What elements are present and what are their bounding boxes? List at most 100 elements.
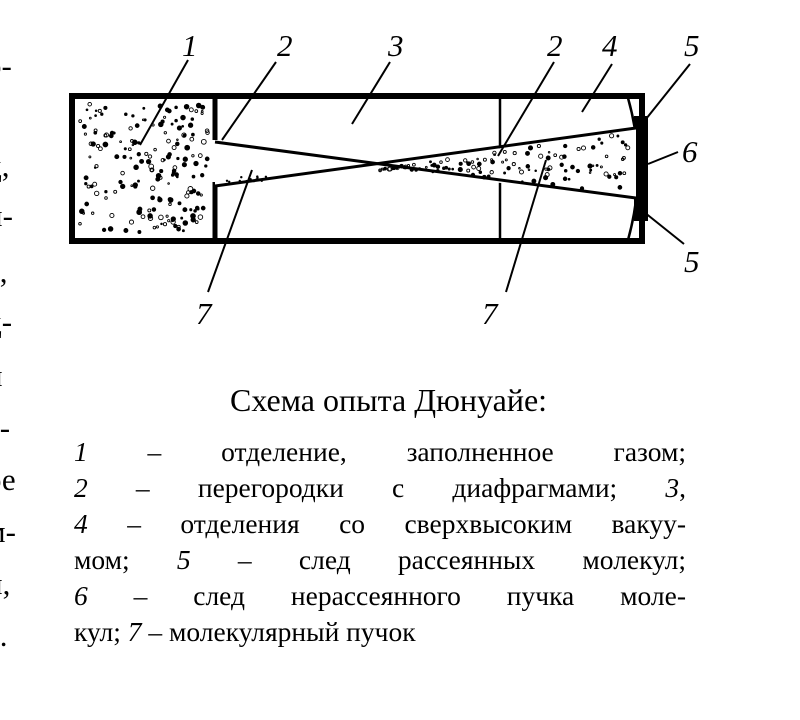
gas-molecule-dot — [174, 118, 178, 123]
beam-molecule-dot — [256, 176, 259, 179]
gas-molecule-dot — [176, 156, 180, 161]
gas-molecule-dot — [171, 168, 177, 174]
gas-molecule-dot — [139, 158, 145, 164]
beam-molecule-dot — [590, 145, 596, 150]
gas-molecule-dot — [175, 141, 180, 147]
gas-molecule-dot — [158, 175, 163, 180]
legend-segment: 2 — [74, 472, 88, 503]
beam-molecule-dot — [386, 166, 392, 172]
margin-fragment: а, — [0, 254, 8, 289]
gas-molecule-dot — [150, 195, 155, 201]
gas-molecule-dot — [176, 226, 181, 232]
gas-molecule-dot — [168, 202, 172, 207]
gas-molecule-dot — [204, 156, 210, 162]
beam-molecule-dot — [597, 137, 601, 141]
gas-molecule-dot — [181, 124, 185, 128]
gas-molecule-dot — [100, 112, 104, 116]
gas-molecule-dot — [180, 114, 186, 121]
gas-molecule-dot — [87, 101, 92, 107]
gas-molecule-dot — [109, 212, 115, 219]
beam-molecule-dot — [579, 186, 585, 191]
beam-molecule-dot — [625, 145, 631, 151]
beam-molecule-dot — [506, 166, 511, 171]
gas-molecule-dot — [184, 144, 191, 151]
beam-molecule-dot — [490, 159, 495, 165]
gas-molecule-dot — [147, 208, 152, 213]
beam-molecule-dot — [249, 178, 252, 181]
gas-molecule-dot — [205, 130, 210, 135]
beam-molecule-dot — [476, 161, 482, 167]
beam-molecule-dot — [482, 157, 487, 162]
beam-molecule-dot — [470, 160, 475, 164]
beam-molecule-dot — [240, 176, 243, 179]
legend-segment: кул; — [74, 616, 128, 647]
beam-molecule-dot — [538, 153, 544, 159]
beam-molecule-dot — [504, 158, 508, 162]
beam-molecule-dot — [617, 170, 623, 176]
label-gas-compartment: 1 — [182, 28, 198, 63]
beam-molecule-dot — [225, 179, 229, 182]
gas-molecule-dot — [188, 107, 194, 113]
gas-molecule-dot — [167, 197, 173, 202]
beam-molecule-dot — [476, 157, 479, 161]
beam-molecule-dot — [435, 169, 440, 173]
gas-molecule-dot — [204, 164, 208, 168]
beam-molecule-dot — [604, 154, 609, 159]
gas-molecule-dot — [141, 118, 145, 122]
gas-molecule-dot — [86, 184, 91, 189]
gas-molecule-dot — [190, 213, 196, 219]
beam-molecule-dot — [616, 134, 620, 138]
beam-molecule-dot — [563, 169, 568, 173]
gas-molecule-dot — [79, 208, 85, 215]
gas-molecule-dot — [181, 162, 187, 168]
beam-molecule-dot — [534, 169, 537, 173]
gas-molecule-dot — [194, 205, 200, 211]
beam-molecule-dot — [609, 133, 615, 139]
label-scattered-trace-top: 5 — [684, 28, 700, 63]
gas-molecule-dot — [194, 109, 199, 113]
beam-molecule-dot — [439, 160, 443, 164]
gas-molecule-dot — [94, 109, 98, 113]
beam-molecule-dot — [414, 168, 418, 172]
legend-segment: – след нерассеянного пучка моле- — [87, 580, 686, 611]
beam-fill — [215, 128, 636, 198]
beam-molecule-dot — [599, 165, 603, 169]
gas-molecule-dot — [96, 143, 101, 149]
beam-molecule-dot — [260, 179, 263, 182]
gas-molecule-dot — [167, 182, 170, 185]
beam-molecule-dot — [543, 175, 549, 181]
gas-molecule-dot — [200, 111, 204, 115]
gas-molecule-dot — [191, 188, 197, 194]
beam-molecule-dot — [481, 174, 487, 180]
label-beam-right: 7 — [482, 296, 499, 331]
gas-molecule-dot — [94, 164, 99, 169]
gas-molecule-dot — [94, 114, 97, 117]
beam-edge-upper — [214, 126, 637, 188]
beam-molecule-dot — [563, 143, 568, 149]
beam-molecule-dot — [435, 164, 441, 169]
gas-molecule-dot — [191, 132, 195, 137]
beam-molecule-dot — [527, 168, 531, 171]
gas-molecule-dot — [84, 182, 88, 186]
gas-molecule-dot — [152, 225, 157, 230]
gas-molecule-dot — [181, 229, 185, 233]
dunoyer-apparatus-diagram: 1 2 3 2 4 5 6 5 7 7 — [69, 28, 700, 331]
gas-molecule-dot — [93, 130, 98, 135]
gas-molecule-dot — [119, 140, 122, 144]
gas-molecule-dot — [175, 175, 179, 179]
gas-molecule-dot — [132, 182, 138, 188]
beam-molecule-dot — [451, 167, 455, 171]
beam-molecule-dot — [607, 174, 612, 179]
legend-segment: 7 — [127, 616, 142, 647]
gas-molecule-dot — [200, 173, 205, 178]
gas-molecule-dot — [134, 123, 140, 128]
label-vacuum-compartment-3: 3 — [387, 28, 404, 63]
gas-molecule-dot — [180, 216, 184, 220]
gas-molecule-dot — [157, 196, 161, 200]
gas-molecule-dot — [147, 213, 153, 219]
beam-molecule-dot — [463, 158, 468, 163]
beam-molecule-dot — [525, 164, 531, 169]
label-vacuum-compartment-4: 4 — [602, 28, 618, 63]
beam-molecule-dot — [255, 178, 258, 181]
beam-molecule-dot — [238, 179, 241, 183]
